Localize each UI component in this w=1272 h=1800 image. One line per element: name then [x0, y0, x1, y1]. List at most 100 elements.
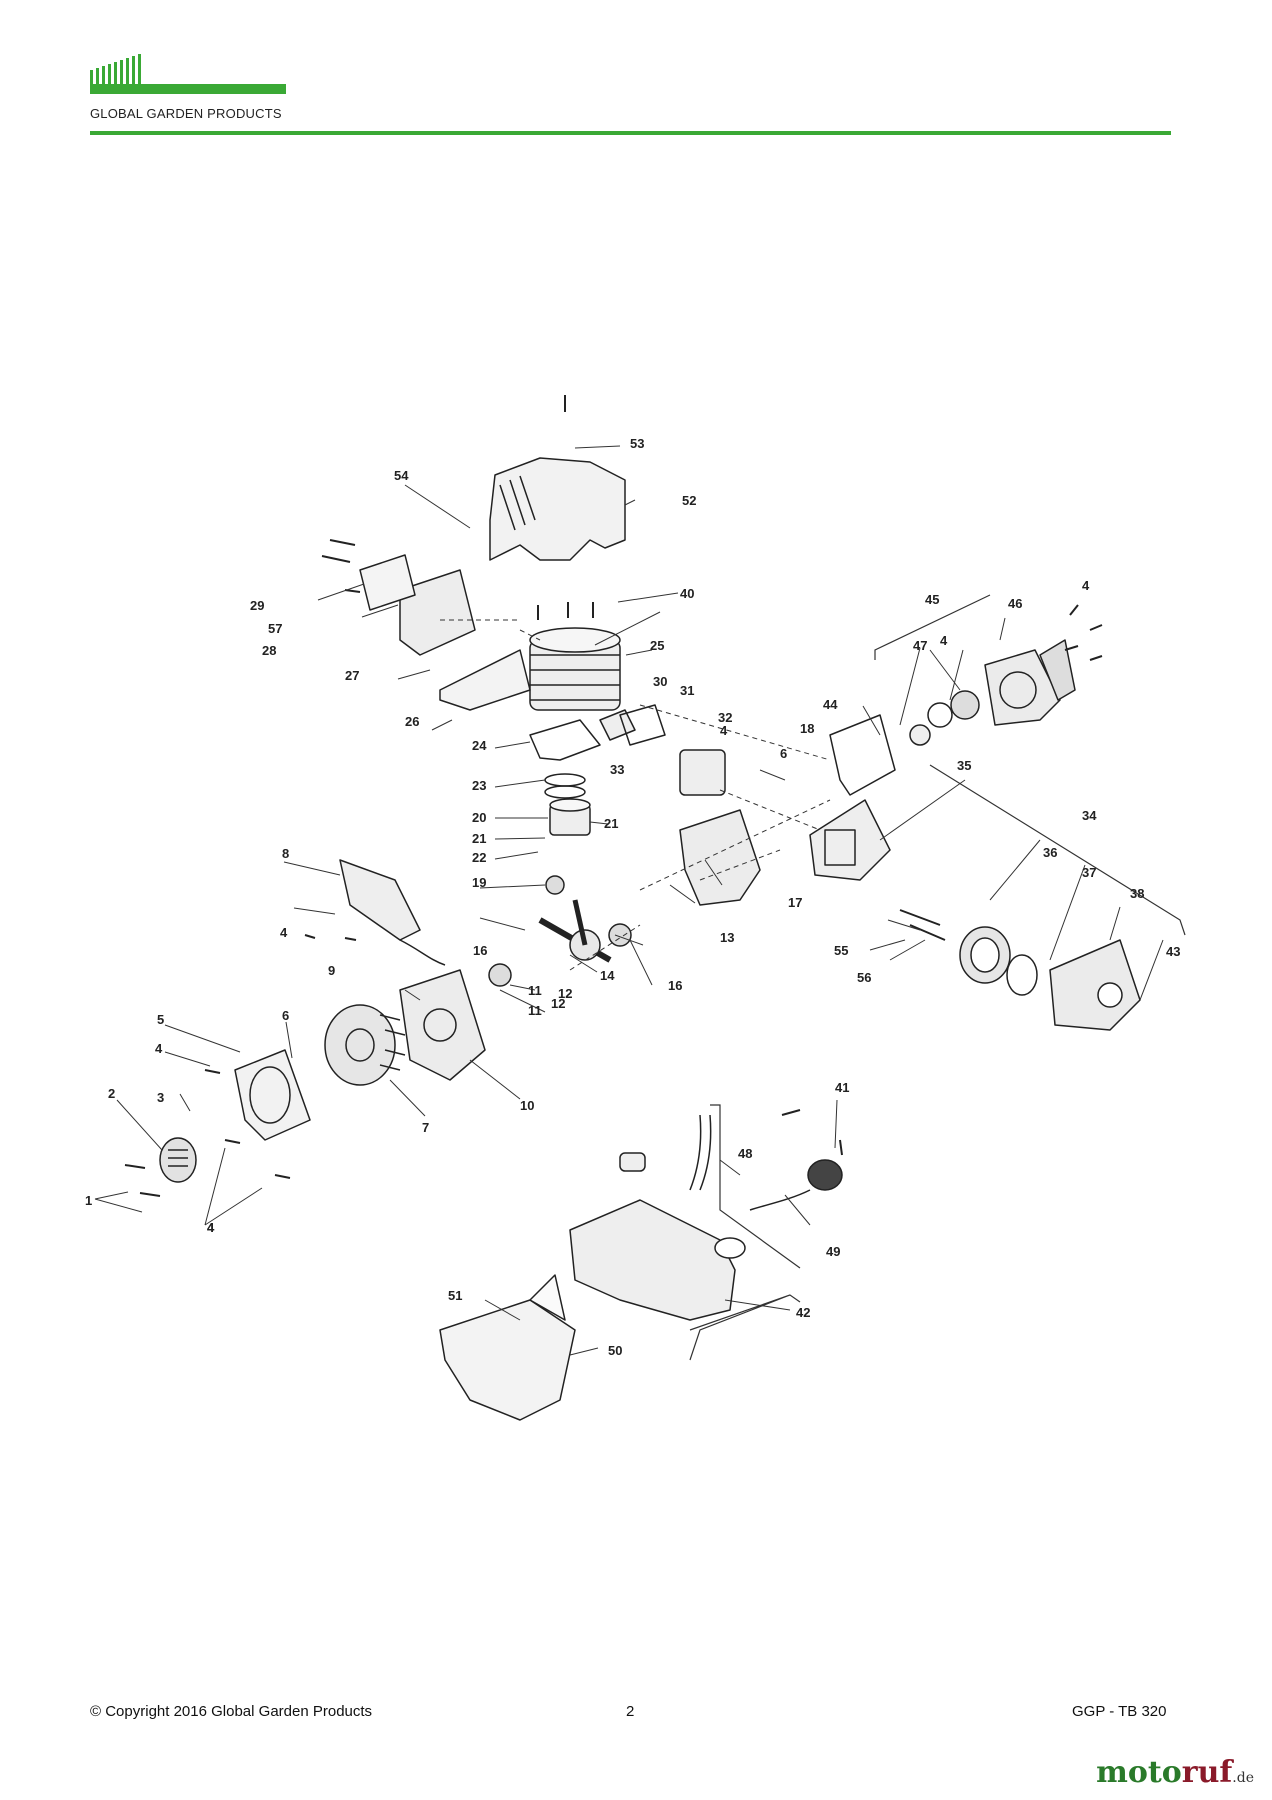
part-label: 13 [720, 930, 734, 945]
part-label: 10 [520, 1098, 534, 1113]
part-label: 5 [157, 1012, 164, 1027]
part-label: 52 [682, 493, 696, 508]
part-label: 49 [826, 1244, 840, 1259]
air-filter-part [359, 554, 416, 611]
engine-cover-part [489, 457, 626, 561]
part-label: 46 [1008, 596, 1022, 611]
part-label: 4 [155, 1041, 163, 1056]
part-label: 29 [250, 598, 264, 613]
bracket-41 [710, 1104, 801, 1269]
part-label: 11 [528, 1003, 542, 1018]
part-label: 9 [328, 963, 335, 978]
part-label: 6 [282, 1008, 289, 1023]
crankshaft-part [538, 899, 612, 963]
part-label: 6 [780, 746, 787, 761]
part-label: 48 [738, 1146, 752, 1161]
part-label: 18 [800, 721, 814, 736]
model-code: GGP - TB 320 [1072, 1703, 1167, 1720]
part-label: 43 [1166, 944, 1180, 959]
part-label: 4 [1082, 578, 1090, 593]
part-label: 21 [604, 816, 618, 831]
gasket-part [529, 719, 601, 761]
part-label: 51 [448, 1288, 462, 1303]
fuel-tank-part [569, 1199, 736, 1321]
part-label: 16 [668, 978, 682, 993]
part-label: 45 [925, 592, 939, 607]
filter-element-part [959, 926, 1011, 984]
part-label: 16 [473, 943, 487, 958]
part-label: 35 [957, 758, 971, 773]
part-label: 31 [680, 683, 694, 698]
part-label: 36 [1043, 845, 1057, 860]
part-label: 24 [472, 738, 487, 753]
air-filter-box-part [809, 799, 891, 881]
bracket-40 [689, 1294, 801, 1361]
part-label: 12 [551, 996, 565, 1011]
part-label: 34 [1082, 808, 1097, 823]
watermark-moto: moto [1096, 1755, 1182, 1790]
part-label: 7 [422, 1120, 429, 1135]
cylinder-part [529, 627, 621, 711]
header-rule [90, 131, 1171, 135]
recoil-starter-part [984, 639, 1076, 726]
part-label: 21 [472, 831, 486, 846]
air-filter-cover-part [1049, 939, 1141, 1031]
part-label: 54 [394, 468, 409, 483]
motoruf-watermark: motoruf.de [1096, 1755, 1254, 1790]
part-label: 17 [788, 895, 802, 910]
part-label: 4 [207, 1220, 215, 1235]
page-number: 2 [626, 1703, 635, 1720]
part-label: 20 [472, 810, 486, 825]
watermark-suffix: .de [1232, 1770, 1254, 1786]
crankcase-half-part [399, 969, 486, 1081]
part-label: 56 [857, 970, 871, 985]
ggp-logo-icon [90, 54, 286, 94]
part-label: 8 [282, 846, 289, 861]
part-label: 4 [940, 633, 948, 648]
part-label: 53 [630, 436, 644, 451]
part-label: 33 [610, 762, 624, 777]
part-label: 32 [718, 710, 732, 725]
part-label: 25 [650, 638, 664, 653]
part-label: 38 [1130, 886, 1144, 901]
part-label: 26 [405, 714, 419, 729]
part-label: 4 [280, 925, 288, 940]
part-label: 2 [108, 1086, 115, 1101]
bracket-33 [929, 764, 1186, 936]
ignition-coil-part [339, 859, 421, 941]
part-label: 28 [262, 643, 276, 658]
part-label: 23 [472, 778, 486, 793]
crankcase-part [679, 809, 761, 906]
part-label: 41 [835, 1080, 849, 1095]
part-label: 11 [528, 983, 542, 998]
part-label: 14 [600, 968, 615, 983]
part-label: 19 [472, 875, 486, 890]
brand-name: GLOBAL GARDEN PRODUCTS [90, 106, 282, 121]
bracket-44 [874, 594, 991, 660]
carburetor-part [679, 749, 726, 796]
part-label: 42 [796, 1305, 810, 1320]
gasket-part-2 [829, 714, 896, 796]
heat-shield-part [439, 649, 531, 711]
watermark-ruf: ruf [1181, 1755, 1233, 1790]
muffler-part [399, 569, 476, 656]
part-label: 50 [608, 1343, 622, 1358]
part-label: 30 [653, 674, 667, 689]
part-label: 37 [1082, 865, 1096, 880]
part-label: 57 [268, 621, 282, 636]
part-label: 4 [207, 1220, 215, 1235]
copyright-text: © Copyright 2016 Global Garden Products [90, 1703, 373, 1720]
part-label: 27 [345, 668, 359, 683]
part-label: 55 [834, 943, 848, 958]
part-label: 4 [720, 723, 728, 738]
part-label: 47 [913, 638, 927, 653]
part-label: 44 [823, 697, 838, 712]
part-label: 12 [558, 986, 572, 1001]
base-plate-part [439, 1299, 576, 1421]
part-label: 3 [157, 1090, 164, 1105]
fuel-cap-part [807, 1159, 843, 1191]
clutch-part [159, 1137, 197, 1183]
part-label: 22 [472, 850, 486, 865]
part-label: 40 [680, 586, 694, 601]
